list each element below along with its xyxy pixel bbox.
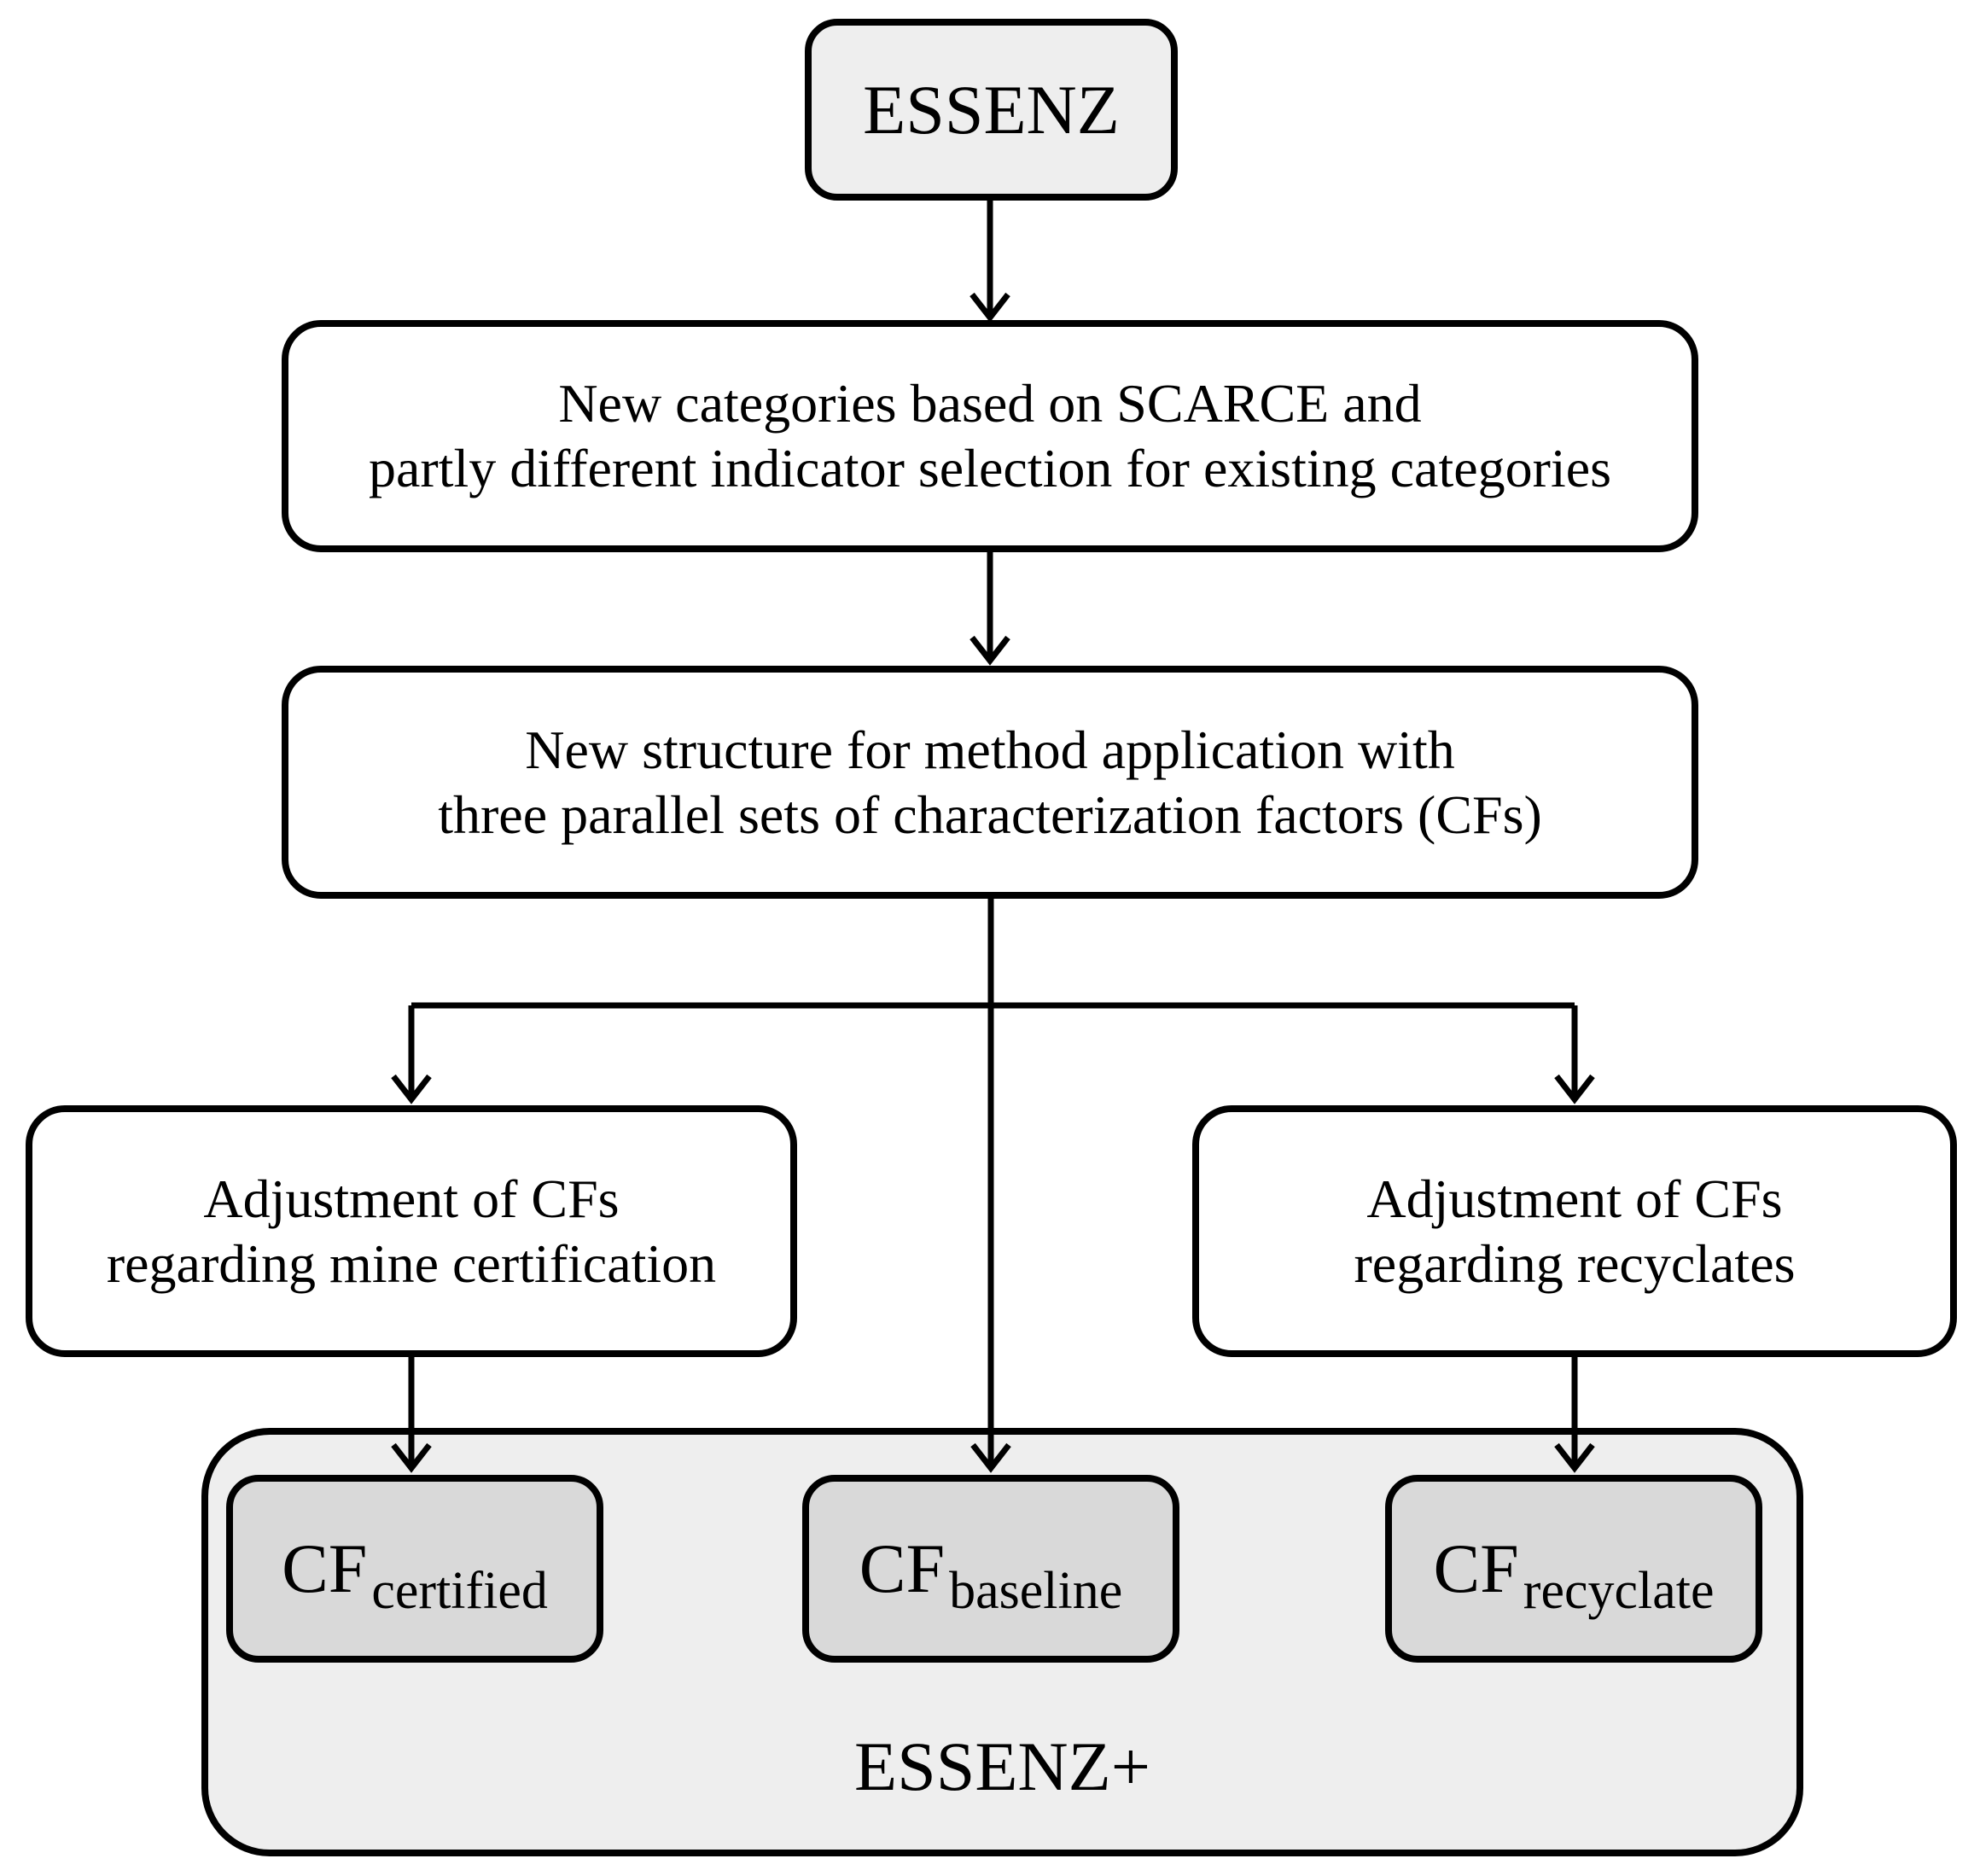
node-cf-baseline: CF baseline [802, 1475, 1179, 1663]
node-essenz: ESSENZ [805, 19, 1178, 201]
node-adjustment-recyclates-label: Adjustment of CFs regarding recyclates [1354, 1168, 1796, 1294]
arrow-branch-to-recyclates [1554, 1005, 1595, 1104]
node-new-structure-label: New structure for method application wit… [438, 719, 1542, 845]
node-adjustment-recyclates: Adjustment of CFs regarding recyclates [1192, 1105, 1957, 1357]
container-essenz-plus-label: ESSENZ+ [854, 1727, 1150, 1805]
node-cf-baseline-sub: baseline [949, 1562, 1123, 1620]
node-new-structure: New structure for method application wit… [282, 666, 1698, 899]
node-new-categories-label: New categories based on SCARCE and partl… [368, 373, 1612, 498]
node-cf-recyclate: CF recyclate [1385, 1475, 1762, 1663]
arrow-essenz-to-categories [970, 201, 1010, 323]
node-new-categories: New categories based on SCARCE and partl… [282, 320, 1698, 552]
arrow-categories-to-structure [970, 552, 1010, 666]
node-essenz-label: ESSENZ [863, 70, 1120, 149]
node-cf-baseline-main: CF [859, 1529, 946, 1607]
node-adjustment-mine-certification: Adjustment of CFs regarding mine certifi… [26, 1105, 797, 1357]
node-cf-certified-main: CF [282, 1529, 368, 1607]
node-cf-recyclate-main: CF [1433, 1529, 1519, 1607]
node-cf-recyclate-sub: recyclate [1523, 1562, 1715, 1620]
arrow-structure-to-cf-baseline [970, 899, 1011, 1473]
arrow-branch-to-mine [391, 1005, 432, 1104]
node-cf-certified-sub: certified [371, 1562, 548, 1620]
node-adjustment-mine-certification-label: Adjustment of CFs regarding mine certifi… [106, 1168, 717, 1294]
node-cf-certified: CF certified [226, 1475, 603, 1663]
